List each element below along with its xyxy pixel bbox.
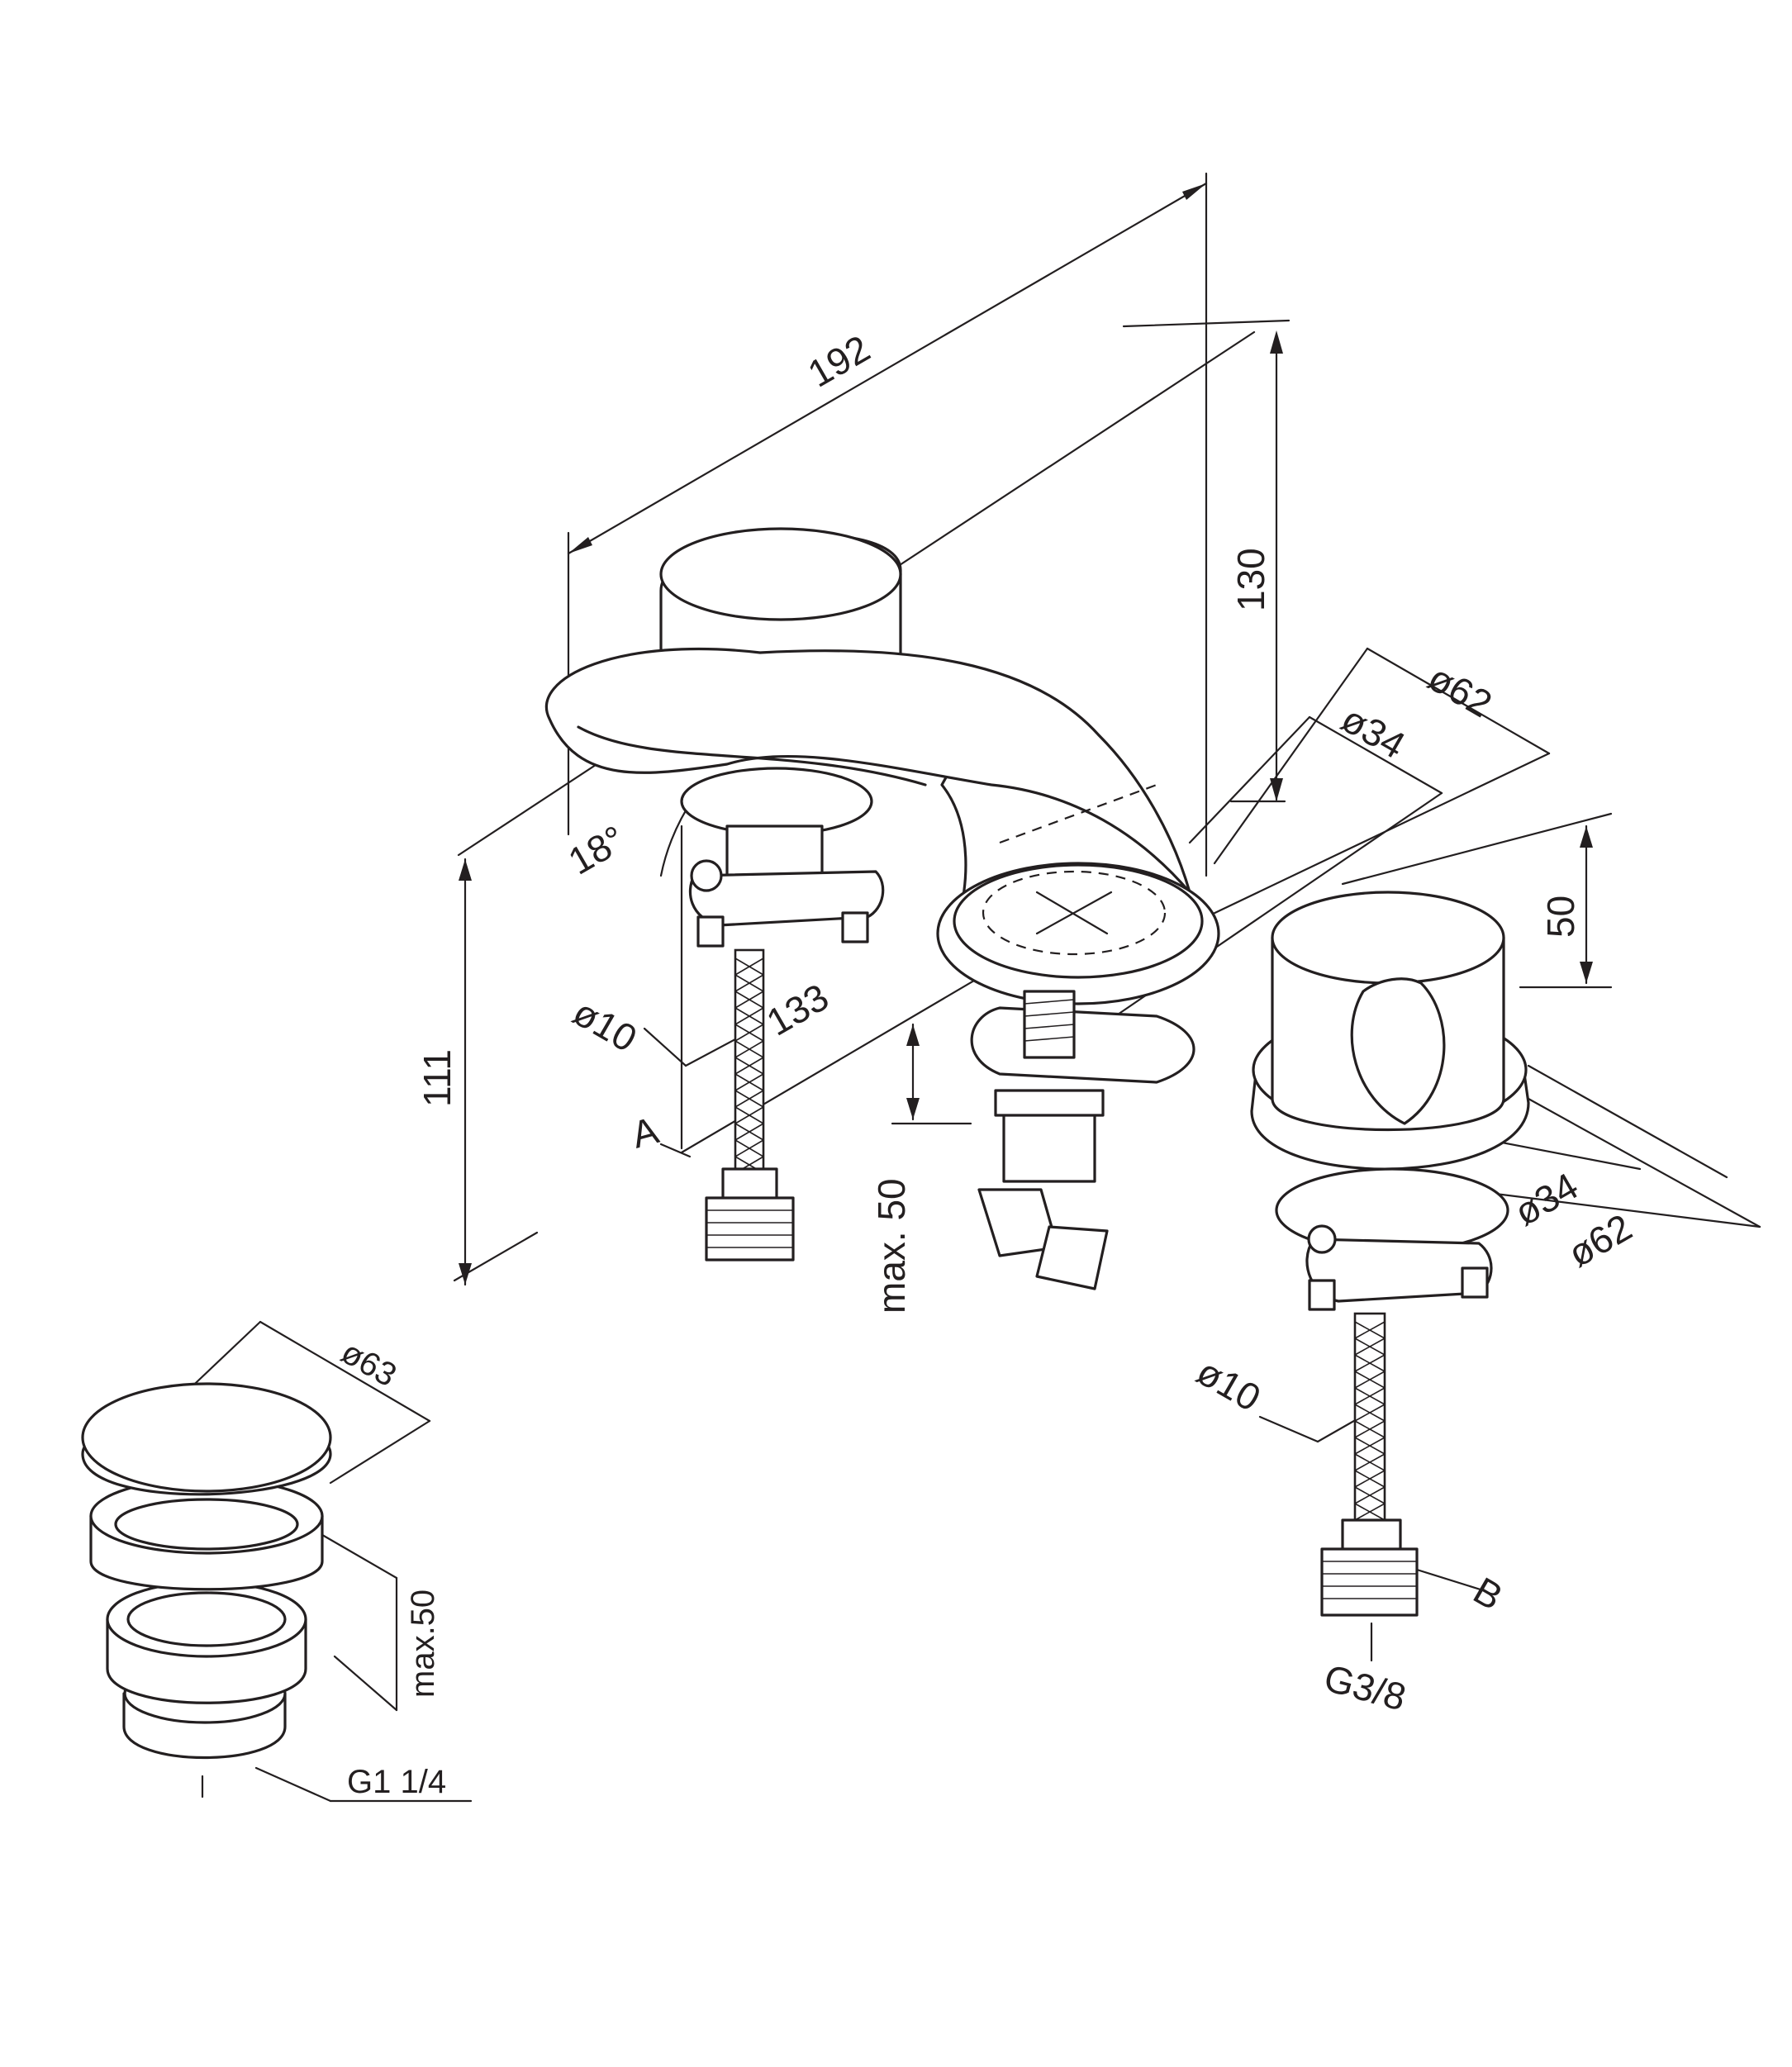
label-total-height: 111 (416, 1049, 459, 1107)
label-stem-diameter-top: ø34 (1334, 697, 1413, 767)
label-drain-max-thickness: max.50 (405, 1589, 441, 1698)
label-spout-height: 130 (1229, 548, 1272, 611)
label-point-b: B (1466, 1569, 1510, 1618)
label-hose-diameter-right: ø10 (1190, 1350, 1268, 1420)
label-hose-diameter-left: ø10 (566, 991, 644, 1061)
label-base-diameter-right: ø62 (1561, 1205, 1639, 1276)
drain-assembly (81, 1320, 473, 1803)
left-valve-assembly (680, 767, 885, 1262)
label-overall-length: 192 (801, 326, 877, 395)
right-valve-assembly (1250, 891, 1530, 1617)
label-max-deck-thickness: max. 50 (870, 1178, 913, 1314)
label-drain-thread: G1 1/4 (347, 1764, 446, 1800)
label-handle-spacing: 133 (759, 975, 835, 1043)
label-handle-height: 50 (1539, 896, 1582, 938)
label-drain-diameter: ø63 (335, 1334, 403, 1395)
label-base-diameter-top: ø62 (1421, 656, 1500, 726)
label-spout-angle: 18° (561, 817, 632, 883)
label-hose-thread: G3/8 (1319, 1656, 1410, 1718)
label-point-a: A (627, 1108, 663, 1156)
label-stem-diameter-right: ø34 (1507, 1164, 1585, 1234)
spout-assembly (544, 527, 1220, 1290)
